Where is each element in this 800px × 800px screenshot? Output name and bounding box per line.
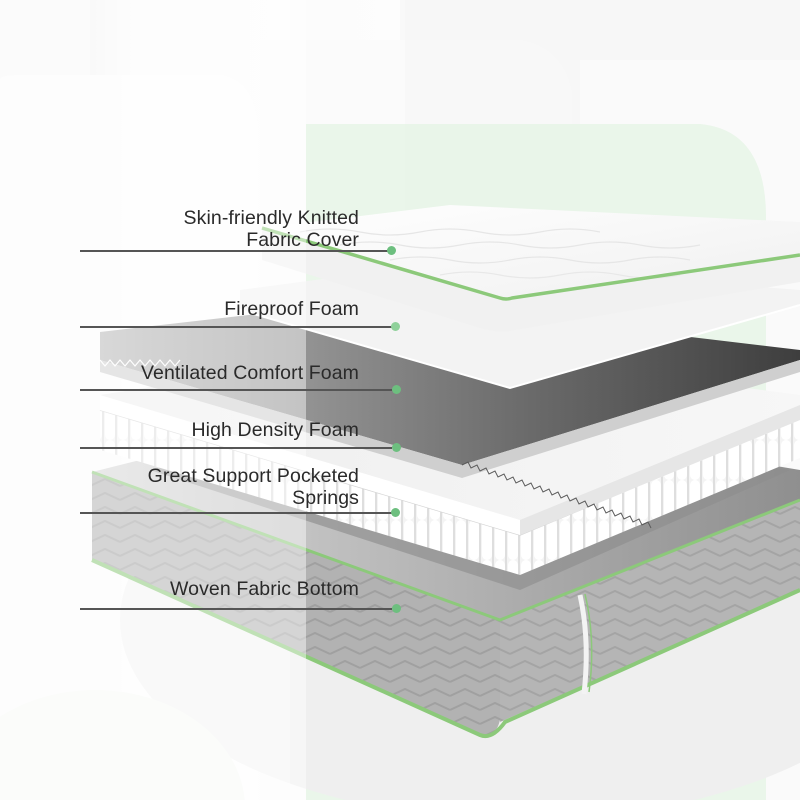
marker-dot-icon: [391, 508, 400, 517]
callout-label: Skin-friendly Knitted Fabric Cover: [183, 207, 359, 251]
label-line-1: High Density Foam: [191, 419, 359, 441]
label-line-1: Woven Fabric Bottom: [169, 578, 359, 600]
callout-label: Ventilated Comfort Foam: [141, 362, 359, 384]
leader-line: [80, 512, 392, 514]
callout-label: Fireproof Foam: [224, 298, 359, 320]
label-line-1: Skin-friendly Knitted: [183, 207, 359, 229]
leader-line: [80, 608, 392, 610]
marker-dot-icon: [392, 443, 401, 452]
callout-label: Great Support Pocketed Springs: [148, 465, 359, 509]
leader-line: [80, 389, 392, 391]
label-line-2: Fabric Cover: [246, 229, 359, 251]
marker-dot-icon: [392, 385, 401, 394]
leader-line: [80, 447, 392, 449]
callout-label: High Density Foam: [191, 419, 359, 441]
marker-dot-icon: [391, 322, 400, 331]
marker-dot-icon: [387, 246, 396, 255]
marker-dot-icon: [392, 604, 401, 613]
knitted-fabric-cover-layer: [261, 205, 800, 332]
label-line-2: Springs: [292, 487, 359, 509]
leader-line: [80, 250, 388, 252]
label-line-1: Great Support Pocketed: [147, 465, 359, 487]
label-line-1: Fireproof Foam: [224, 298, 359, 320]
callout-label: Woven Fabric Bottom: [170, 578, 359, 600]
label-line-1: Ventilated Comfort Foam: [141, 362, 359, 384]
leader-line: [80, 326, 392, 328]
